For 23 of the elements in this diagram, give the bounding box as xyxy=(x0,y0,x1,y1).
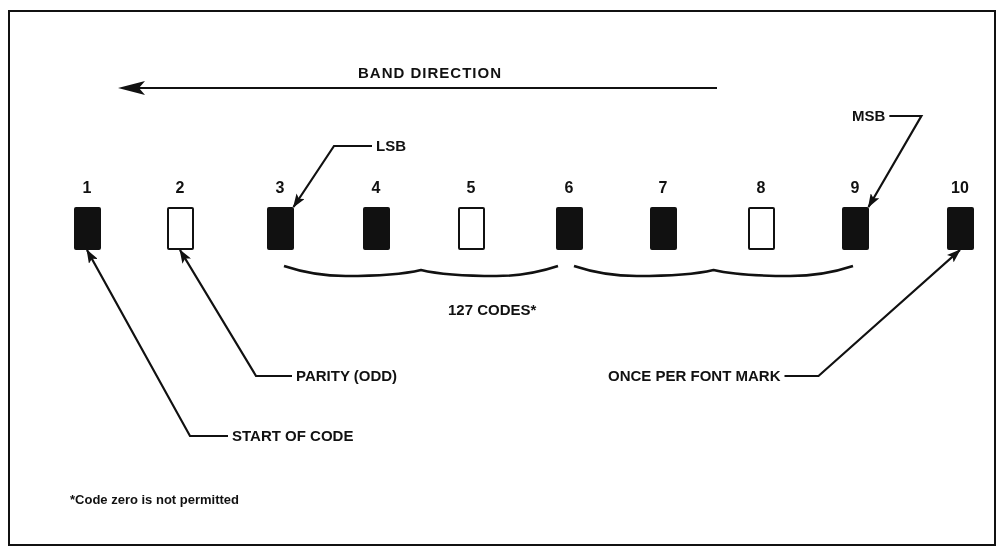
mark-number: 10 xyxy=(950,179,970,197)
mark-number: 3 xyxy=(274,179,286,197)
leader-text: PARITY (ODD) xyxy=(296,367,398,385)
footnote: *Code zero is not permitted xyxy=(70,491,240,509)
mark-number: 1 xyxy=(81,179,93,197)
leader-arrow xyxy=(86,249,228,438)
brace-label: 127 CODES* xyxy=(448,301,537,319)
mark-number: 2 xyxy=(174,179,186,197)
leader-arrow xyxy=(179,249,292,378)
mark-number: 4 xyxy=(370,179,382,197)
direction-label: BAND DIRECTION xyxy=(358,64,502,82)
mark-number: 7 xyxy=(657,179,669,197)
leader-arrow xyxy=(292,144,372,208)
mark-number: 8 xyxy=(755,179,767,197)
leader-text: MSB xyxy=(852,107,886,125)
leader-arrow xyxy=(867,114,924,208)
leader-text: LSB xyxy=(376,137,406,155)
leader-text: START OF CODE xyxy=(232,427,354,445)
mark-number: 9 xyxy=(849,179,861,197)
mark-number: 6 xyxy=(563,179,575,197)
mark-number: 5 xyxy=(465,179,477,197)
leader-arrow xyxy=(784,249,961,378)
leader-text: ONCE PER FONT MARK xyxy=(608,367,781,385)
